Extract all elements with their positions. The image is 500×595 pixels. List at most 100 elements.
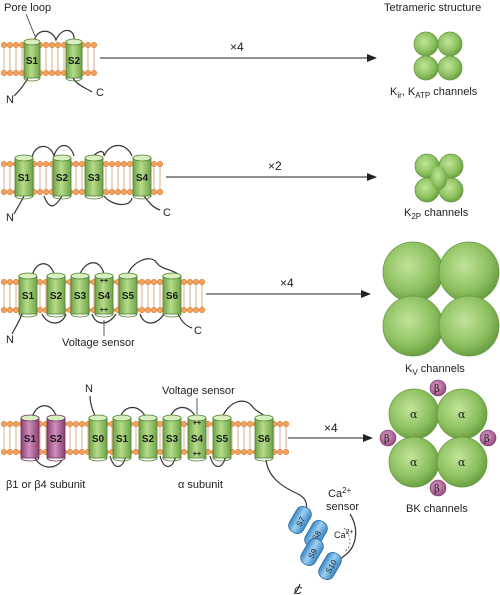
lipid-head [6,160,14,168]
helix-label: S4 [136,173,149,184]
lipid-head [36,306,44,314]
lipid-head [0,448,8,456]
lipid-head [36,188,44,196]
lipid-head [48,69,56,77]
loop-path [139,313,165,324]
helix-label: S5 [216,434,229,445]
transmembrane-helix: S4 [132,154,152,200]
bk-c-terminus-tail [293,583,301,595]
loop-path [159,455,177,468]
helix-label: S3 [74,291,87,302]
alpha-subunit-label: α subunit [178,479,223,491]
lipid-head [102,188,110,196]
transmembrane-helix: S5 [212,414,232,462]
bk-tetramer: α α α α β β β β [379,379,497,497]
lipid-head [6,69,14,77]
multiplier-row4: ×4 [324,421,338,435]
helix-label: S1 [22,291,35,302]
transmembrane-helix: S2 [46,272,66,318]
lipid-head [12,306,20,314]
lipid-head [6,188,14,196]
transmembrane-helix: S1 [18,272,38,318]
helix-label: S1 [116,434,129,445]
transmembrane-helix: S0 [88,414,108,462]
transmembrane-helix: S1 [23,38,41,82]
lipid-head [42,160,50,168]
helix-label: S6 [258,434,271,445]
helix-label: S3 [88,173,101,184]
n-terminus-label: N [6,94,14,106]
lipid-head [186,306,194,314]
transmembrane-helix: S2 [138,414,158,462]
lipid-head [246,448,254,456]
alpha-symbol: α [458,456,466,469]
lipid-head [144,278,152,286]
transmembrane-helix: S4++++ [94,272,114,318]
beta-loop [33,455,63,468]
lipid-head [90,69,98,77]
helix-label: S0 [92,434,105,445]
loop-path [31,263,55,277]
loop-path [91,313,117,324]
lipid-head [120,160,128,168]
transmembrane-helix: S3 [162,414,182,462]
lipid-head [198,278,206,286]
lipid-head [108,188,116,196]
lipid-head [6,41,14,49]
lipid-head [180,420,188,428]
lipid-head [78,448,86,456]
n-terminus-label: N [85,383,93,395]
transmembrane-helix: S5 [118,272,138,318]
kir-katp-caption: Kir, KATP channels [390,86,478,100]
lipid-head [180,278,188,286]
loop-path [43,195,63,207]
pore-loop-label: Pore loop [4,2,51,14]
lipid-head [138,278,146,286]
transmembrane-helix: S2 [52,154,72,200]
multiplier-row2: ×2 [268,159,282,173]
transmembrane-helix: S1 [112,414,132,462]
beta-symbol: β [484,434,490,445]
lipid-head [192,278,200,286]
lipid-head [6,306,14,314]
lipid-head [72,420,80,428]
loop-path [41,313,67,324]
lipid-head [240,448,248,456]
tetrameric-structure-label: Tetrameric structure [384,2,481,14]
lipid-head [156,448,164,456]
pore-loop-path [103,144,133,157]
lipid-head [156,420,164,428]
lipid-head [246,420,254,428]
alpha-symbol: α [410,456,418,469]
helix-label: S2 [50,434,63,445]
lipid-head [156,306,164,314]
transmembrane-helix: S6 [162,272,182,318]
lipid-head [12,448,20,456]
lipid-head [150,278,158,286]
c-terminus-tail [177,313,193,329]
lipid-head [42,69,50,77]
lipid-head [276,420,284,428]
lipid-head [156,188,164,196]
bk-caption: BK channels [406,503,468,515]
lipid-head [0,278,8,286]
loop-path [79,262,105,275]
c-terminus-label: C [294,585,302,595]
lipid-head [78,188,86,196]
lipid-head [150,188,158,196]
helix-label: S3 [166,434,179,445]
pore-loop-path [33,29,75,43]
loop-path [209,455,227,468]
lipid-head [144,306,152,314]
lipid-head [0,420,8,428]
beta-subunit-label: β1 or β4 subunit [6,479,85,491]
lipid-head [282,448,290,456]
beta-loop [31,405,57,419]
lipid-head [234,448,242,456]
lipid-head [180,448,188,456]
